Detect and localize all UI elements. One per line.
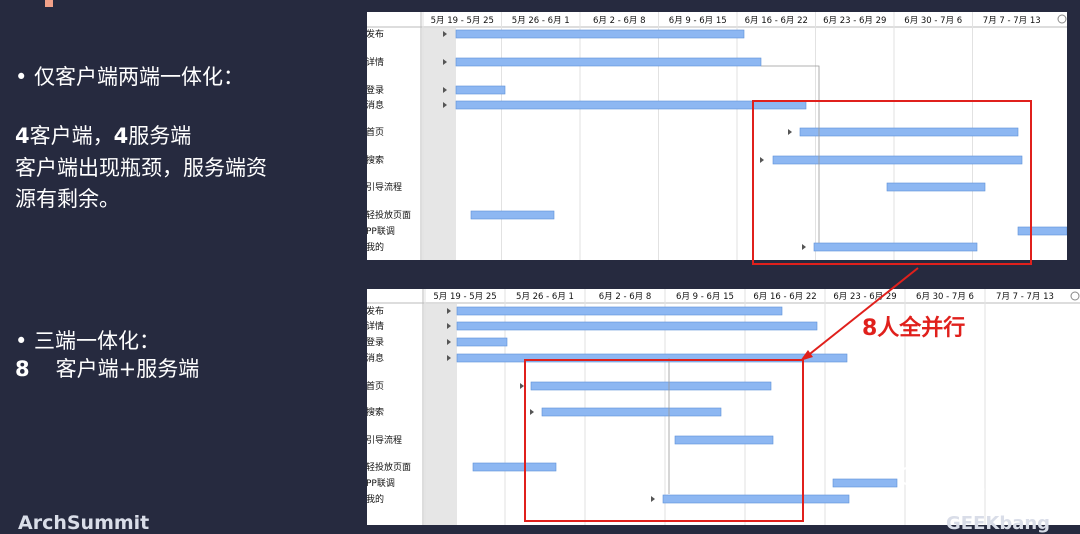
gantt-top-week-label: 6月 2 - 6月 8 xyxy=(593,16,646,26)
gantt-top-svg: 5月 19 - 5月 25 5月 26 - 6月 1 6月 2 - 6月 8 6月 9… xyxy=(367,12,1067,260)
gantt-top-expand-arrow xyxy=(443,59,447,65)
gantt-top-task-bar xyxy=(1017,226,1067,236)
gantt-top-task-label: 我的 xyxy=(367,241,384,253)
gantt-top-week-label: 5月 26 - 6月 1 xyxy=(512,16,570,26)
gantt-bottom-expand-arrow xyxy=(447,339,451,345)
gantt-bottom-shade xyxy=(424,304,457,525)
gantt-top-dependency xyxy=(761,65,820,243)
gantt-bottom-week-label: 6月 30 - 7月 6 xyxy=(916,292,974,302)
gantt-top-task-bar xyxy=(886,182,986,192)
highlight-box-bottom xyxy=(524,359,804,522)
gantt-bottom-expand-arrow xyxy=(447,308,451,314)
gantt-top-week-label: 6月 9 - 6月 15 xyxy=(669,16,727,26)
bullet-two-end: • 仅客户端两端一体化： xyxy=(15,65,245,89)
gantt-bottom-task-bar xyxy=(456,321,818,331)
gantt-bottom-task-label: 详情 xyxy=(367,320,384,332)
gantt-top-task-bar xyxy=(455,100,807,110)
gantt-bottom-task-bar xyxy=(530,381,772,391)
gantt-bottom-task-label: 搜索 xyxy=(367,406,384,418)
highlight-box-top xyxy=(752,100,1032,265)
gantt-top-expand-arrow xyxy=(788,129,792,135)
gantt-top-task-label: 消息 xyxy=(367,99,384,111)
watermark: 闲鱼技术 xyxy=(898,462,1032,496)
gantt-bottom-task-bar xyxy=(662,494,850,504)
client-server-count: 4客户端，4服务端 xyxy=(15,124,192,148)
gantt-top-shade xyxy=(422,28,456,260)
gantt-top-expand-arrow xyxy=(802,244,806,250)
gantt-bottom-task-bar xyxy=(541,407,722,417)
gantt-bottom-week-label: 6月 23 - 6月 29 xyxy=(833,292,896,302)
gantt-bottom-expand-arrow xyxy=(520,383,524,389)
gantt-top-task-bar xyxy=(455,57,762,67)
gantt-bottom-week-label: 6月 16 - 6月 22 xyxy=(753,292,816,302)
gantt-bottom-task-bar xyxy=(456,337,508,347)
gantt-top-expand-arrow xyxy=(760,157,764,163)
bottleneck-line: 客户端出现瓶颈，服务端资 xyxy=(15,156,267,180)
gantt-bottom-task-bar xyxy=(674,435,774,445)
gantt-bottom-task-bar xyxy=(472,462,557,472)
gantt-top-header xyxy=(367,12,1067,27)
gantt-bottom-task-bar xyxy=(456,353,848,363)
gantt-bottom-week-label: 5月 26 - 6月 1 xyxy=(516,292,574,302)
accent-bar xyxy=(45,0,53,7)
gantt-top-task-label: 引导流程 xyxy=(367,181,402,193)
watermark-text: 闲鱼技术 xyxy=(940,469,1032,495)
gantt-top-expand-arrow xyxy=(443,31,447,37)
gantt-top-task-label: 详情 xyxy=(367,56,384,68)
gantt-chart-bottom: 5月 19 - 5月 25 5月 26 - 6月 1 6月 2 - 6月 8 6月 9… xyxy=(367,289,1080,525)
gantt-top-week-label: 6月 16 - 6月 22 xyxy=(745,16,808,26)
gantt-bottom-task-label: 首页 xyxy=(367,380,384,392)
gantt-bottom-task-bar xyxy=(456,306,783,316)
gantt-top-task-label: 首页 xyxy=(367,126,384,138)
gantt-top-week-label: 6月 23 - 6月 29 xyxy=(823,16,886,26)
gantt-bottom-svg: 5月 19 - 5月 25 5月 26 - 6月 1 6月 2 - 6月 8 6月 9… xyxy=(367,289,1080,525)
gantt-top-task-label: 登录 xyxy=(367,85,384,96)
gantt-bottom-task-label: 轻投放页面 xyxy=(367,461,411,473)
gantt-bottom-expand-arrow xyxy=(530,409,534,415)
gantt-bottom-task-label: 发布 xyxy=(367,305,384,317)
gantt-bottom-expand-arrow xyxy=(447,323,451,329)
gantt-top-week-label: 5月 19 - 5月 25 xyxy=(431,16,494,26)
gantt-bottom-task-label: 引导流程 xyxy=(367,434,402,446)
gantt-bottom-week-label: 5月 19 - 5月 25 xyxy=(433,292,496,302)
gantt-top-task-bar xyxy=(772,155,1023,165)
archsummit-logo: ArchSummit xyxy=(18,512,150,534)
gantt-bottom-task-label: PP联调 xyxy=(367,478,395,489)
gantt-top-task-bar xyxy=(813,242,978,252)
gantt-bottom-expand-arrow xyxy=(447,355,451,361)
gantt-chart-top: 5月 19 - 5月 25 5月 26 - 6月 1 6月 2 - 6月 8 6月 9… xyxy=(367,12,1067,260)
gantt-top-task-bar xyxy=(470,210,555,220)
wechat-icon xyxy=(899,466,930,491)
gantt-top-task-label: PP联调 xyxy=(367,226,395,237)
gantt-top-expand-arrow xyxy=(443,87,447,93)
gantt-bottom-task-label: 消息 xyxy=(367,352,384,364)
gantt-bottom-header xyxy=(367,289,1080,303)
bottleneck-line-2: 源有剩余。 xyxy=(15,187,120,211)
gantt-bottom-scroll-icon xyxy=(1070,291,1080,301)
gantt-top-expand-arrow xyxy=(443,102,447,108)
gantt-top-task-label: 轻投放页面 xyxy=(367,209,411,221)
gantt-top-task-bar xyxy=(455,29,745,39)
gantt-top-task-label: 发布 xyxy=(367,28,384,40)
gantt-top-week-label: 7月 7 - 7月 13 xyxy=(983,16,1041,26)
gantt-bottom-week-label: 7月 7 - 7月 13 xyxy=(996,292,1054,302)
gantt-top-week-label: 6月 30 - 7月 6 xyxy=(904,16,962,26)
gantt-bottom-task-bar xyxy=(832,478,898,488)
gantt-bottom-task-label: 我的 xyxy=(367,493,384,505)
bullet-three-end: • 三端一体化： xyxy=(15,329,161,353)
gantt-top-task-label: 搜索 xyxy=(367,154,384,166)
callout-label: 8人全并行 xyxy=(862,316,966,341)
geekbang-logo: GEEKbang xyxy=(946,513,1051,534)
gantt-bottom-week-label: 6月 2 - 6月 8 xyxy=(599,292,652,302)
gantt-top-scroll-icon xyxy=(1057,14,1067,24)
gantt-bottom-task-label: 登录 xyxy=(367,337,384,348)
gantt-top-task-bar xyxy=(455,85,506,95)
gantt-bottom-expand-arrow xyxy=(651,496,655,502)
gantt-bottom-week-label: 6月 9 - 6月 15 xyxy=(676,292,734,302)
gantt-top-task-bar xyxy=(799,127,1019,137)
